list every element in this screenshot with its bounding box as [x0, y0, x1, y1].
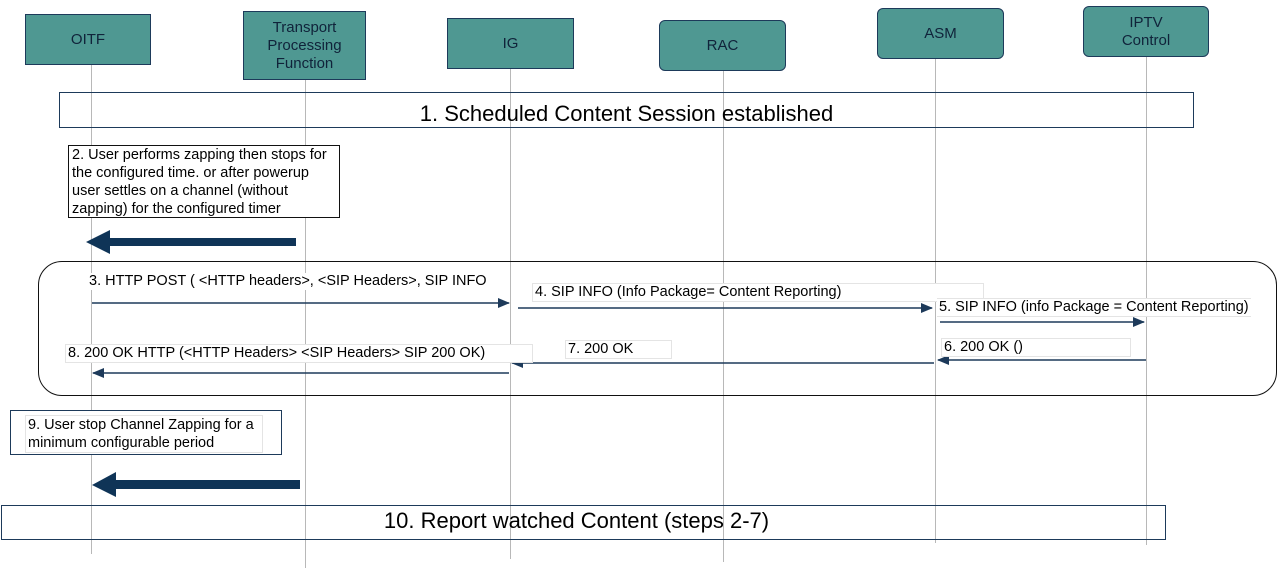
- step1-banner: 1. Scheduled Content Session established: [59, 92, 1194, 128]
- label-step7: 7. 200 OK: [565, 340, 672, 359]
- step2-text: 2. User performs zapping then stops for …: [72, 147, 327, 217]
- lifeline-ig: [510, 69, 511, 559]
- label-step6: 6. 200 OK (): [941, 338, 1131, 357]
- step9-note: 9. User stop Channel Zapping for a minim…: [10, 410, 282, 455]
- step1-text: 1. Scheduled Content Session established: [419, 101, 834, 126]
- lifeline-oitf: [91, 64, 92, 554]
- entity-label: Transport Processing Function: [267, 18, 342, 72]
- lifeline-tpf: [305, 80, 306, 568]
- thick-arrow-step9: [92, 472, 300, 497]
- step10-banner: 10. Report watched Content (steps 2-7): [1, 505, 1166, 540]
- entity-label: RAC: [706, 36, 739, 54]
- label-step4: 4. SIP INFO (Info Package= Content Repor…: [532, 283, 984, 302]
- lifeline-rac: [723, 71, 724, 562]
- thick-arrow-step2: [86, 230, 296, 254]
- entity-iptv-control: IPTV Control: [1083, 6, 1209, 57]
- label-step5: 5. SIP INFO (info Package = Content Repo…: [937, 298, 1251, 317]
- step10-text: 10. Report watched Content (steps 2-7): [383, 507, 770, 533]
- entity-label: ASM: [924, 24, 957, 42]
- entity-label: IG: [502, 34, 519, 52]
- message-group: [38, 261, 1277, 396]
- entity-label: IPTV Control: [1121, 13, 1171, 49]
- entity-oitf: OITF: [25, 14, 151, 65]
- entity-label: OITF: [70, 30, 106, 48]
- entity-transport-processing-function: Transport Processing Function: [243, 11, 366, 80]
- label-step3: 3. HTTP POST ( <HTTP headers>, <SIP Head…: [87, 273, 489, 290]
- step9-text: 9. User stop Channel Zapping for a minim…: [25, 415, 263, 453]
- entity-rac: RAC: [659, 20, 786, 71]
- entity-asm: ASM: [877, 8, 1004, 59]
- entity-ig: IG: [447, 18, 574, 69]
- step2-note: 2. User performs zapping then stops for …: [68, 145, 340, 218]
- label-step8: 8. 200 OK HTTP (<HTTP Headers> <SIP Head…: [65, 344, 533, 363]
